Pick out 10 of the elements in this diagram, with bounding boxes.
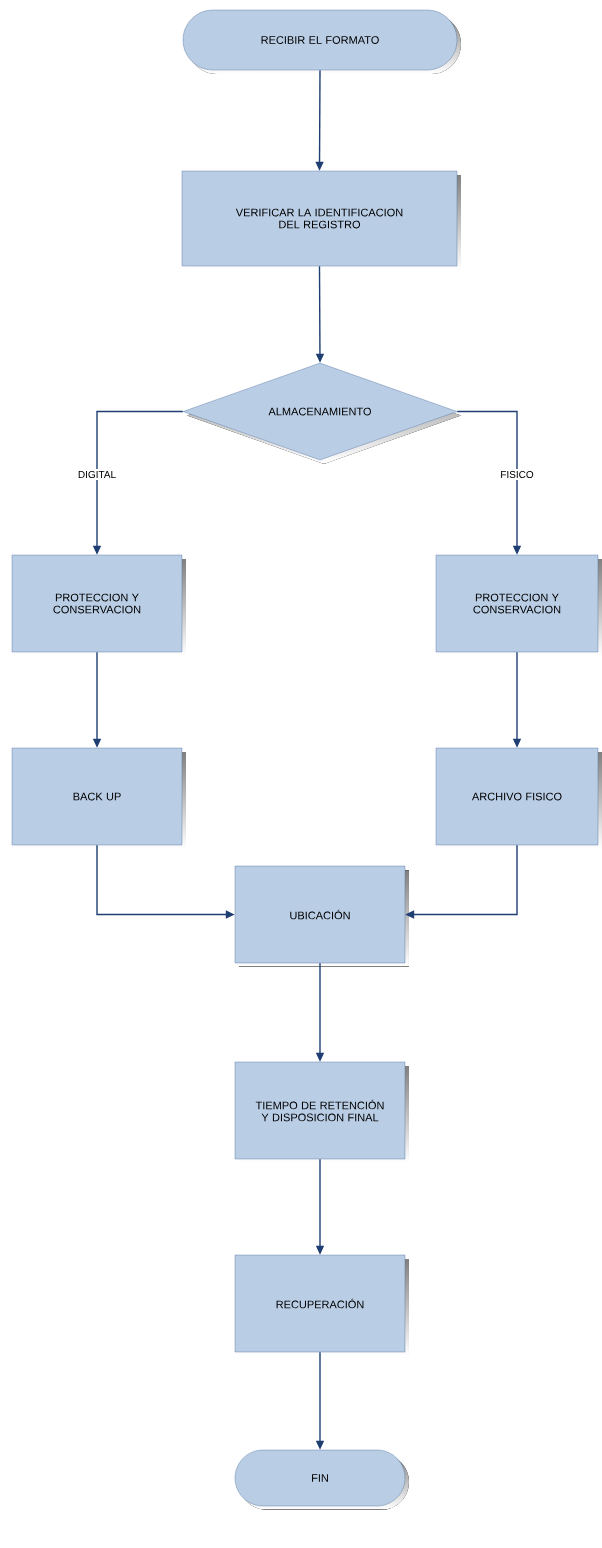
process-box: UBICACIÓN — [234, 865, 409, 967]
process-box: VERIFICAR LA IDENTIFICACION DEL REGISTRO — [181, 170, 461, 270]
process-box: RECUPERACIÓN — [234, 1254, 409, 1356]
process-box: PROTECCION Y CONSERVACION — [11, 554, 186, 656]
edge-label: DIGITAL — [75, 469, 119, 481]
process-box: TIEMPO DE RETENCIÓN Y DISPOSICION FINAL — [234, 1061, 409, 1163]
process-box: ARCHIVO FISICO — [435, 747, 602, 849]
edge-label: FISICO — [498, 469, 536, 481]
process-box: BACK UP — [11, 747, 186, 849]
process-box: PROTECCION Y CONSERVACION — [435, 554, 602, 656]
